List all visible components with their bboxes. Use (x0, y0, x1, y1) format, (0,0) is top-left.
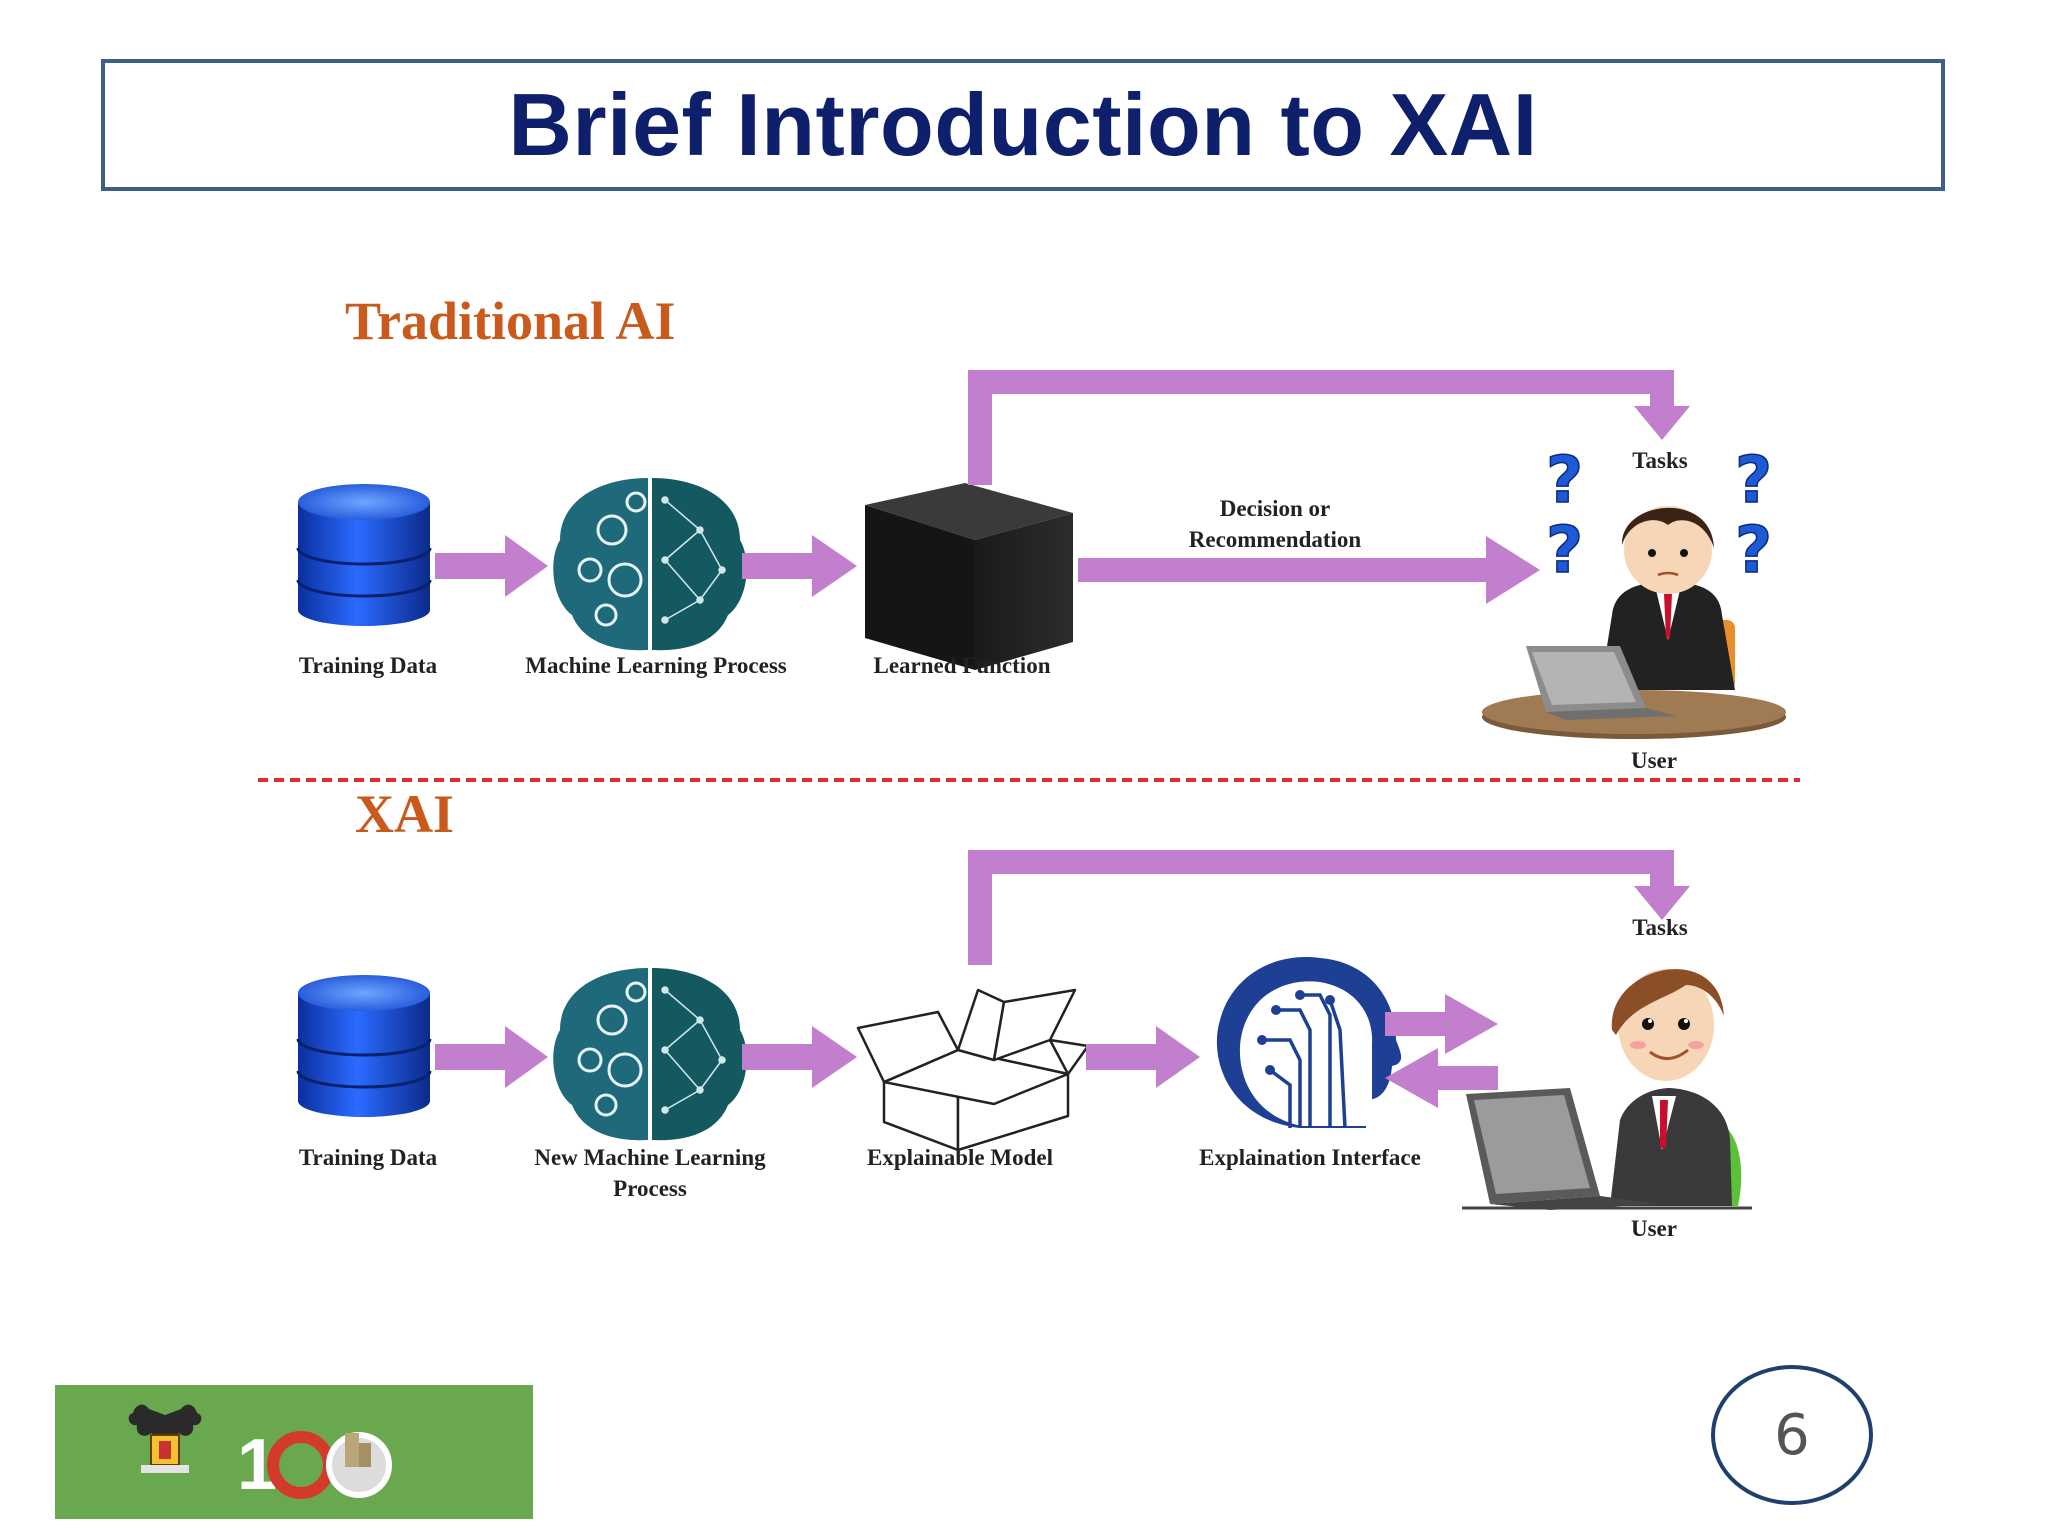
xai-heading: XAI (355, 784, 455, 844)
label-explanation-interface: Explaination Interface (1199, 1145, 1421, 1170)
confused-user-icon (1482, 506, 1786, 739)
page-number: 6 (1711, 1365, 1873, 1505)
label-ml-process: Machine Learning Process (525, 653, 787, 678)
traditional-ai-heading: Traditional AI (345, 291, 676, 351)
laptop-icon (1466, 1088, 1660, 1210)
label-training-data-xai: Training Data (298, 1145, 438, 1170)
label-decision-line1: Decision or (1219, 496, 1331, 521)
flow-arrow (1086, 1026, 1200, 1088)
brain-gears-icon (553, 478, 747, 651)
label-tasks-xai: Tasks (1632, 915, 1688, 940)
label-tasks: Tasks (1632, 448, 1688, 473)
tasks-arrow (968, 370, 1690, 485)
flow-arrow (435, 535, 548, 597)
happy-user-icon (1462, 969, 1752, 1210)
university-crest-icon: 1 (128, 1404, 392, 1505)
label-user-xai: User (1631, 1216, 1677, 1241)
tasks-arrow (968, 850, 1690, 965)
ai-head-icon (1216, 957, 1402, 1129)
flow-arrow (742, 1026, 857, 1088)
label-new-ml-line1: New Machine Learning (534, 1145, 766, 1170)
title-box: Brief Introduction to XAI (101, 59, 1945, 191)
interface-arrow-right (1385, 994, 1498, 1054)
flow-arrow (435, 1026, 548, 1088)
question-mark-icon: ? ? ? ? (1545, 443, 1773, 589)
label-new-ml-line2: Process (613, 1176, 687, 1201)
open-box-icon (856, 988, 1090, 1152)
interface-arrow-left (1385, 1048, 1498, 1108)
svg-text:?: ? (1735, 444, 1772, 518)
label-explainable-model: Explainable Model (867, 1145, 1053, 1170)
flow-arrow (742, 535, 857, 597)
label-user: User (1631, 748, 1677, 773)
decision-arrow (1078, 536, 1540, 604)
database-icon (296, 975, 432, 1117)
brain-gears-icon (553, 968, 747, 1141)
slide-title: Brief Introduction to XAI (508, 75, 1538, 174)
database-icon (296, 484, 432, 626)
svg-text:?: ? (1546, 514, 1583, 588)
label-training-data: Training Data (298, 653, 438, 678)
black-box-icon (865, 483, 1073, 670)
svg-text:?: ? (1735, 514, 1772, 588)
label-learned-function: Learned Function (873, 653, 1051, 678)
svg-text:?: ? (1546, 444, 1583, 518)
university-logo: 1 (55, 1385, 533, 1519)
label-decision-line2: Recommendation (1188, 527, 1362, 552)
